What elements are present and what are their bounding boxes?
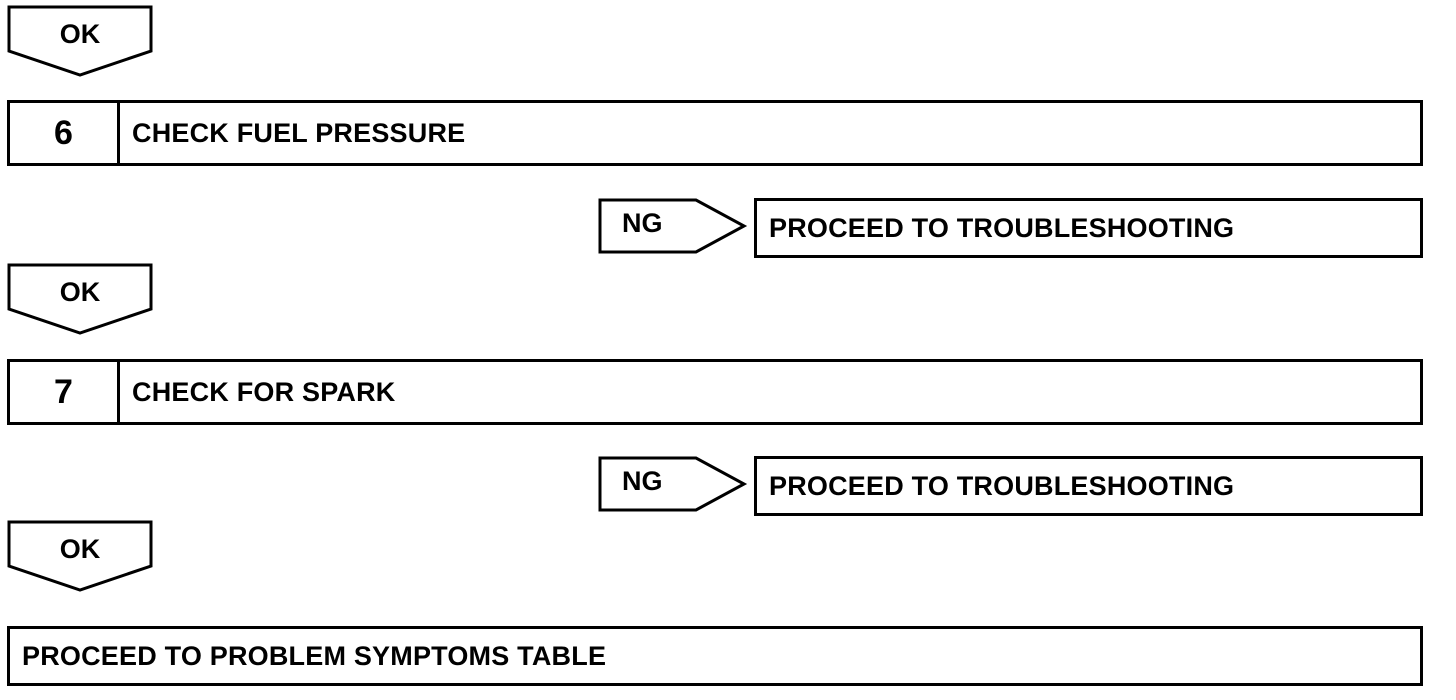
ok-label: OK [59,534,101,564]
right-arrow-icon [598,456,748,512]
down-arrow-icon [7,5,153,77]
down-arrow-icon [7,520,153,592]
step-6-box: 6 CHECK FUEL PRESSURE [7,100,1423,166]
ng-result-box-1: PROCEED TO TROUBLESHOOTING [754,198,1423,258]
step-7-box: 7 CHECK FOR SPARK [7,359,1423,425]
ng-label: NG [622,208,663,238]
ng-arrow-2: NG [598,456,748,512]
ng-result-box-2: PROCEED TO TROUBLESHOOTING [754,456,1423,516]
down-arrow-icon [7,263,153,335]
step-number: 6 [10,103,120,163]
ng-arrow-1: NG [598,198,748,254]
final-result-box: PROCEED TO PROBLEM SYMPTOMS TABLE [7,626,1423,686]
right-arrow-icon [598,198,748,254]
ng-label: NG [622,466,663,496]
ok-arrow-3: OK [7,520,153,592]
ok-label: OK [59,19,101,49]
step-title: CHECK FOR SPARK [132,376,396,407]
ok-label: OK [59,277,101,307]
ok-arrow-2: OK [7,263,153,335]
ok-arrow-1: OK [7,5,153,77]
step-number: 7 [10,362,120,422]
step-title: CHECK FUEL PRESSURE [132,117,466,148]
